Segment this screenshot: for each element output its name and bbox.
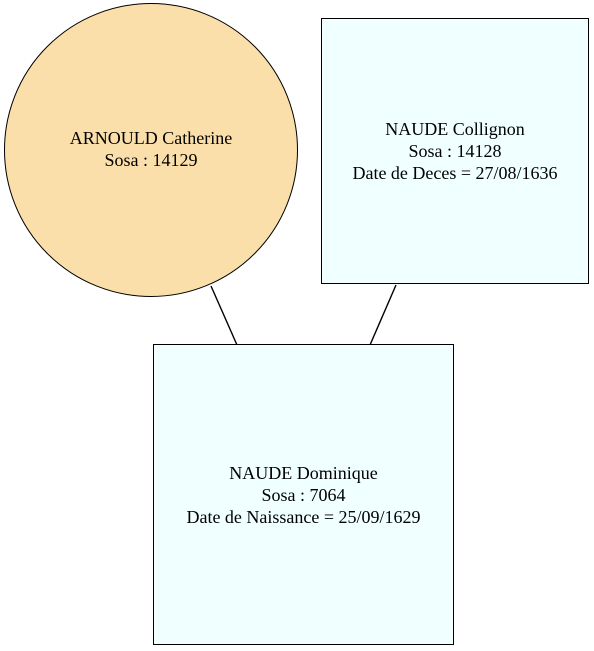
person-sosa: Sosa : 14129 [104,150,198,170]
person-node-naude-dominique[interactable]: NAUDE Dominique Sosa : 7064 Date de Nais… [153,344,454,645]
person-birth-date: Date de Naissance = 25/09/1629 [186,506,421,527]
person-node-arnould-catherine[interactable]: ARNOULD Catherine Sosa : 14129 [4,3,298,297]
person-death-date: Date de Deces = 27/08/1636 [352,163,558,183]
person-node-naude-collignon[interactable]: NAUDE Collignon Sosa : 14128 Date de Dec… [321,18,589,284]
person-name: NAUDE Dominique [229,462,378,483]
edge-collignon-to-dominique [369,284,397,346]
person-sosa: Sosa : 14128 [408,141,502,161]
edge-catherine-to-dominique [210,285,238,346]
person-name: ARNOULD Catherine [69,128,233,148]
person-sosa: Sosa : 7064 [261,484,346,505]
person-name: NAUDE Collignon [385,119,525,139]
